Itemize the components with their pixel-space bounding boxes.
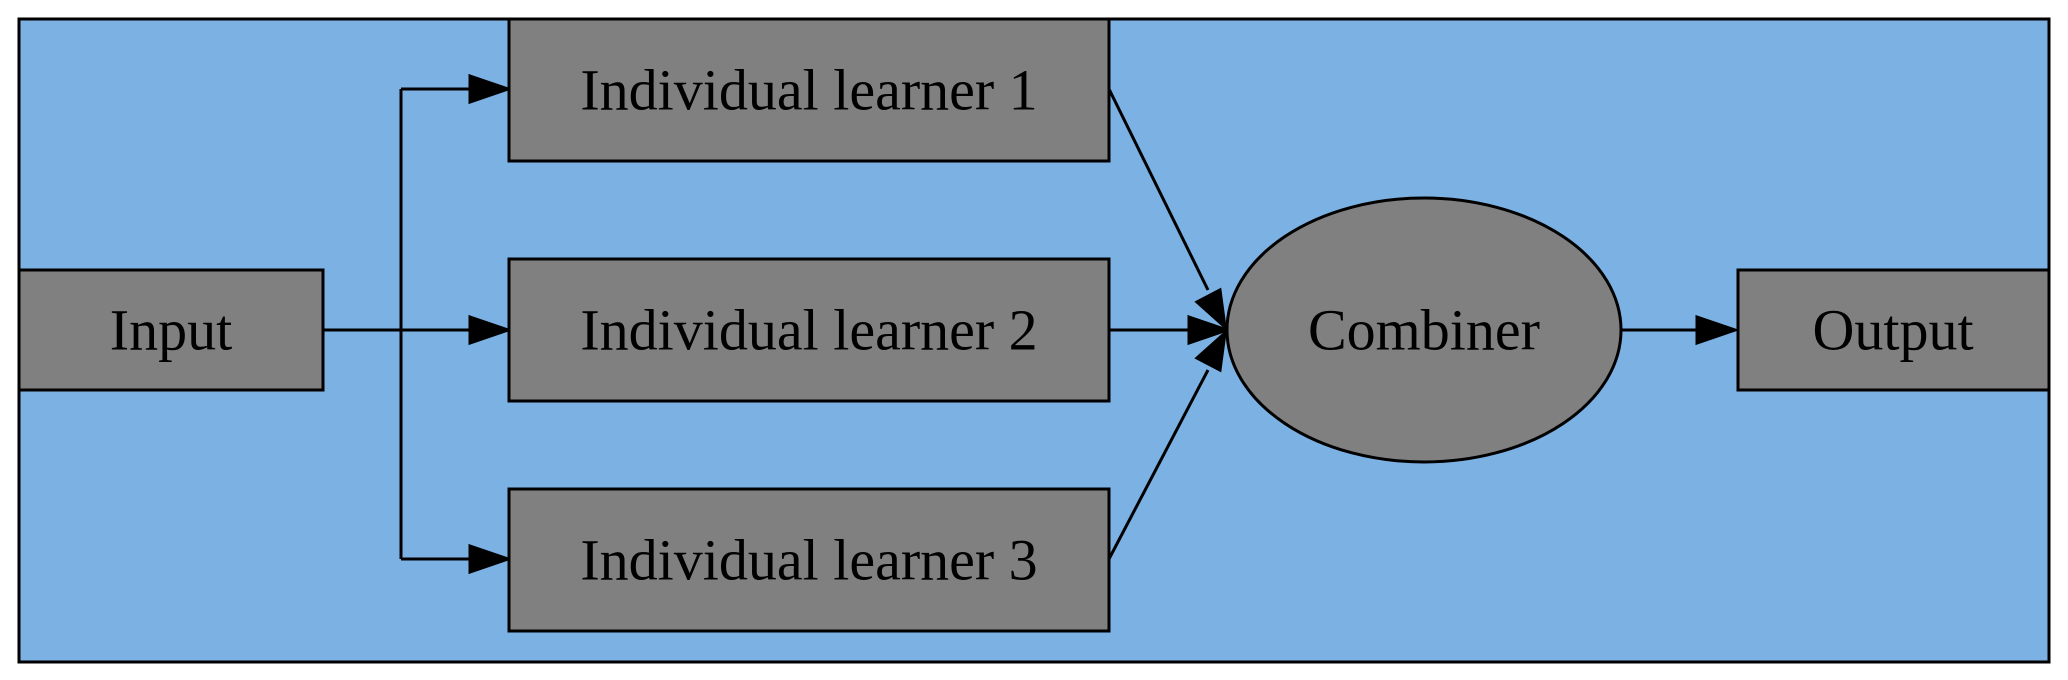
learner-3-box — [507, 487, 1111, 633]
input-box — [17, 268, 325, 392]
arrowhead-learner-1-combiner — [1194, 287, 1228, 331]
arrowhead-learner-2 — [468, 314, 513, 346]
combiner-ellipse — [1225, 196, 1623, 464]
output-label: Output — [1812, 298, 1973, 363]
output-node: Output — [1736, 268, 2051, 392]
learner-1-label: Individual learner 1 — [580, 58, 1037, 123]
learner-3-node: Individual learner 3 — [507, 487, 1111, 633]
input-label: Input — [110, 298, 232, 363]
learner-3-label: Individual learner 3 — [580, 528, 1037, 593]
learner-1-box — [507, 17, 1111, 163]
combiner-node: Combiner — [1225, 196, 1623, 464]
arrowhead-learner-1 — [468, 73, 513, 105]
arrowhead-combiner-output — [1695, 314, 1740, 346]
learner-2-node: Individual learner 2 — [507, 257, 1111, 403]
arrow-shaft-learner-3-combiner — [1107, 369, 1210, 560]
connectors — [323, 89, 403, 559]
arrowhead-learner-2-combiner — [1187, 314, 1232, 346]
learner-2-box — [507, 257, 1111, 403]
arrow-shaft-learner-1-combiner — [1107, 88, 1210, 291]
learner-2-label: Individual learner 2 — [580, 298, 1037, 363]
arrowhead-learner-3-combiner — [1194, 329, 1228, 373]
combiner-label: Combiner — [1308, 298, 1540, 363]
input-node: Input — [17, 268, 325, 392]
arrows — [401, 73, 1740, 575]
learner-1-node: Individual learner 1 — [507, 17, 1111, 163]
output-box — [1736, 268, 2051, 392]
arrowhead-learner-3 — [468, 543, 513, 575]
